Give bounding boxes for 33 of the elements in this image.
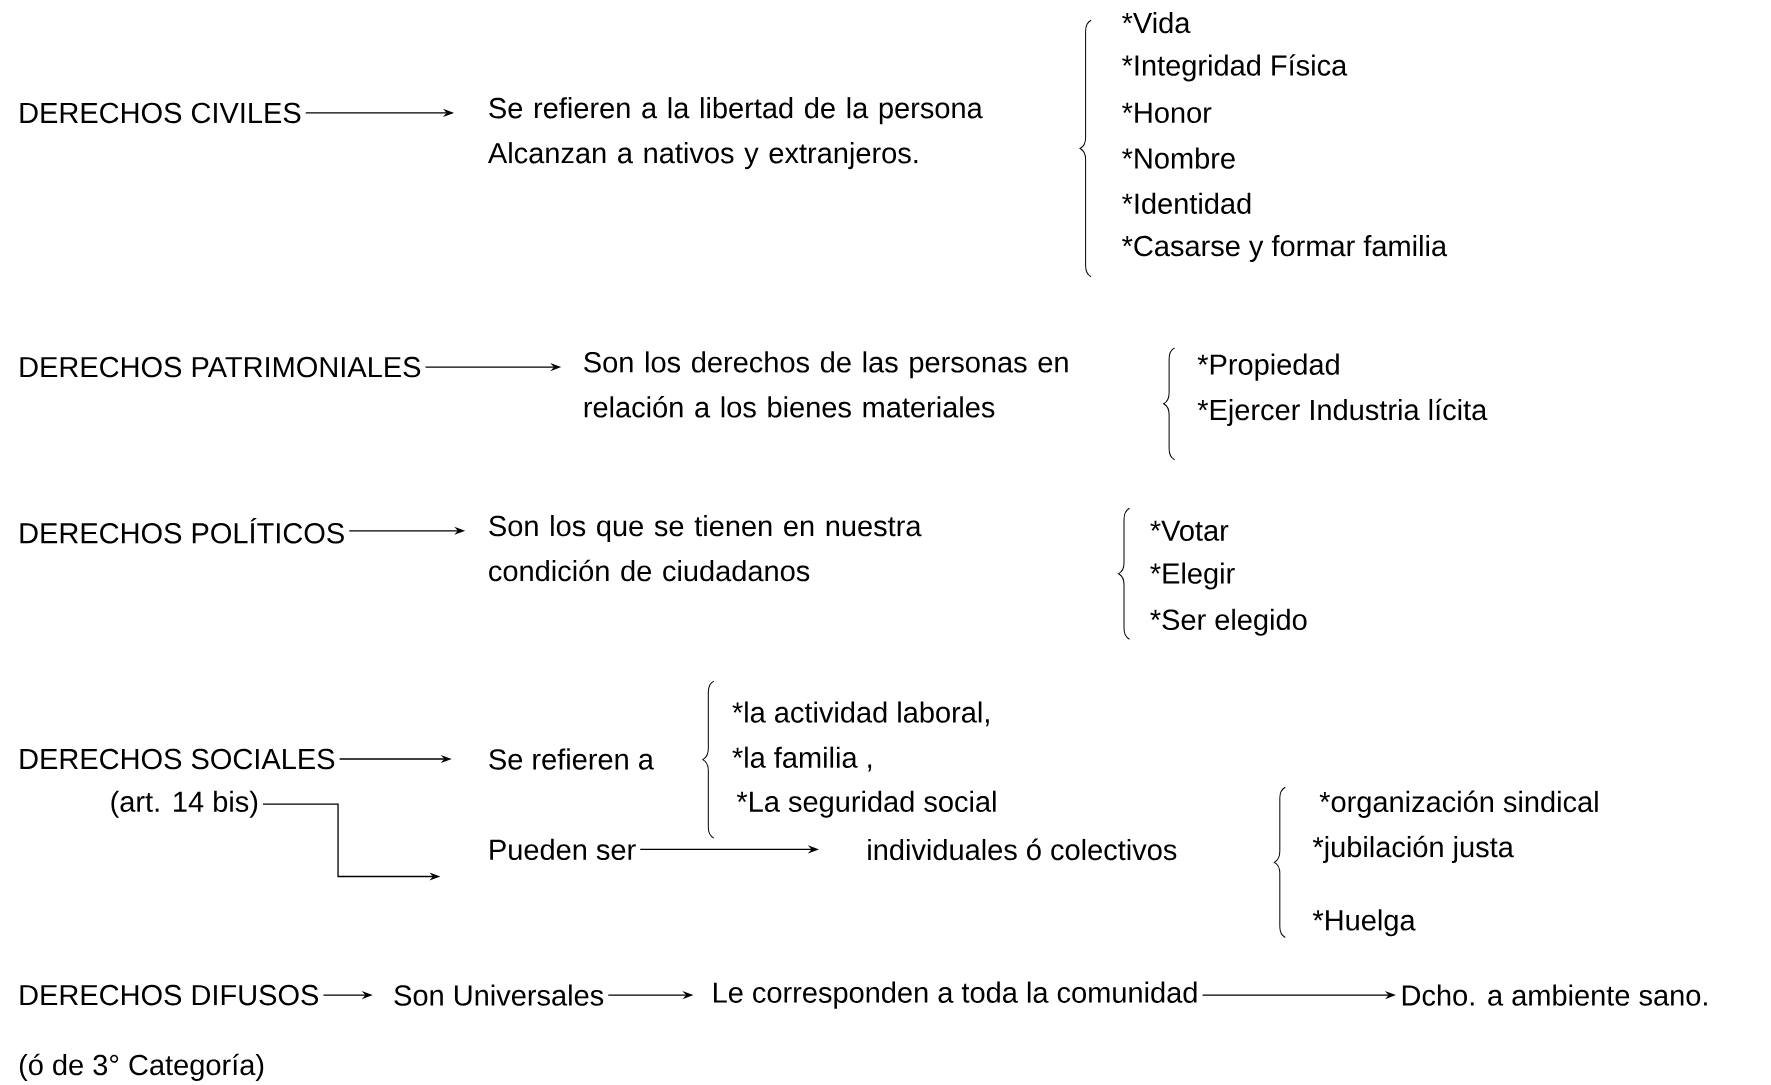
list-item: *Ejercer Industria lícita [1197, 398, 1488, 426]
list-item: *Integridad Física [1122, 54, 1348, 82]
list-item: *organización sindical [1319, 790, 1598, 818]
list-item: *Identidad [1122, 192, 1251, 214]
category-text: DERECHOS DIFUSOS [20, 984, 319, 1006]
note-text: (ó de 3° Categoría) [19, 1053, 264, 1081]
list-item: *Casarse y formar familia [1122, 235, 1448, 263]
category-text: DERECHOS SOCIALES [20, 748, 335, 770]
description-text: Se refieren a [489, 748, 654, 770]
category-text: DERECHOS POLÍTICOS [20, 518, 344, 544]
description-text: Le corresponden a toda la comunidad [714, 981, 1197, 1009]
category-text: DERECHOS CIVILES [20, 102, 301, 124]
description-text: individuales ó colectivos [868, 838, 1177, 861]
list-item: *La seguridad social [736, 790, 996, 818]
list-item: *Elegir [1150, 562, 1235, 590]
list-item: *Votar [1150, 520, 1229, 541]
description-text: Son los que se tienen en nuestra condición de ciudadanos [489, 515, 922, 582]
description-text: Son Universales [394, 984, 604, 1006]
list-item: *Nombre [1122, 147, 1235, 169]
description-text: Se refieren a la libertad de la persona Alcanzan a nativos y extranjeros. [487, 97, 983, 170]
list-item: *jubilación justa [1312, 835, 1514, 864]
list-item: *Propiedad [1197, 353, 1339, 381]
note-text: (art. 14 bis) [111, 790, 258, 818]
description-text: Pueden ser [490, 838, 636, 861]
description-text: Son los derechos de las personas en relación a los bienes materiales [584, 351, 1068, 418]
list-item: *Ser elegido [1150, 608, 1307, 636]
list-item: *la familia , [732, 746, 872, 772]
list-item: *Huelga [1312, 909, 1416, 937]
description-text: Dcho. a ambiente sano. [1402, 984, 1707, 1006]
list-item: *la actividad laboral, [732, 701, 989, 727]
category-text: DERECHOS PATRIMONIALES [20, 356, 421, 378]
list-item: *Vida [1122, 11, 1191, 34]
list-item: *Honor [1122, 102, 1212, 123]
